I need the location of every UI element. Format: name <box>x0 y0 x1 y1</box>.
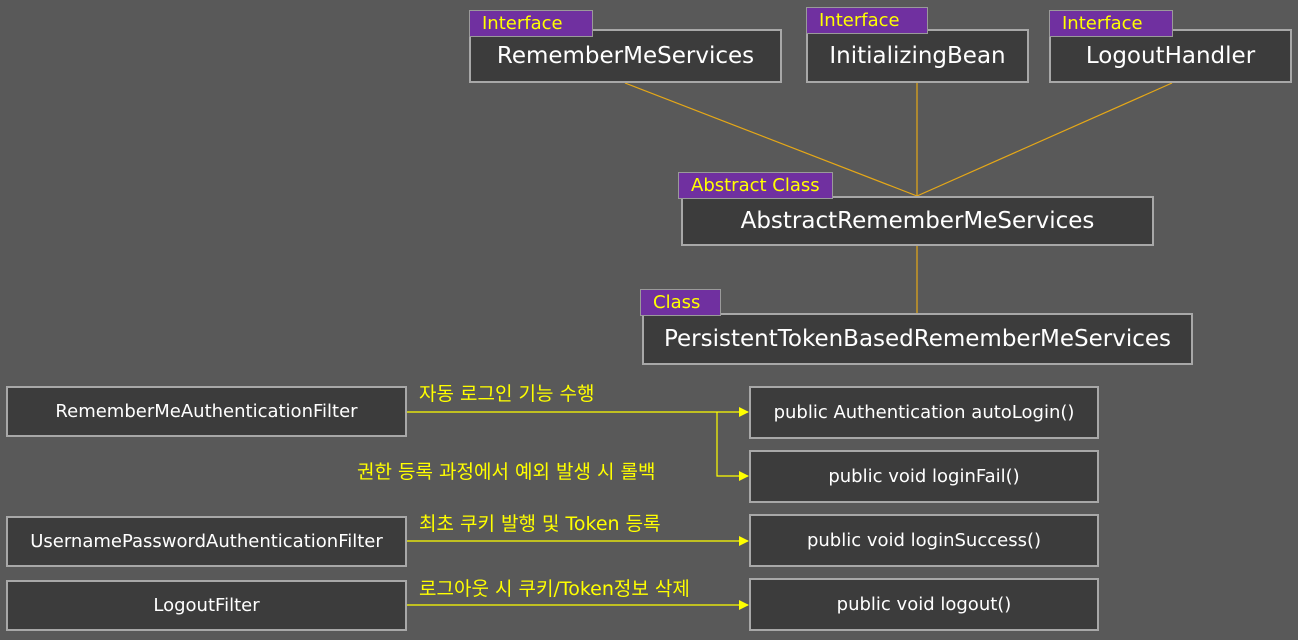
login-fail-method: public void loginFail() <box>828 466 1020 487</box>
abstract-services-box: AbstractRememberMeServices <box>681 196 1154 246</box>
logout-handler-name: LogoutHandler <box>1085 43 1256 69</box>
interface-label: Interface <box>819 10 900 31</box>
auto-login-method: public Authentication autoLogin() <box>773 402 1075 423</box>
abstract-services-tag: Abstract Class <box>678 172 833 199</box>
remember-me-services-name: RememberMeServices <box>496 43 755 69</box>
remember-me-services-tag: Interface <box>469 10 593 37</box>
interface-label: Interface <box>1062 13 1143 34</box>
remember-me-filter-name: RememberMeAuthenticationFilter <box>55 401 358 422</box>
abstract-services-name: AbstractRememberMeServices <box>740 208 1095 234</box>
initializing-bean-name: InitializingBean <box>829 43 1006 69</box>
username-password-filter-box: UsernamePasswordAuthenticationFilter <box>6 516 407 567</box>
class-label: Class <box>653 292 701 313</box>
remember-me-filter-box: RememberMeAuthenticationFilter <box>6 386 407 437</box>
logout-method: public void logout() <box>836 594 1012 615</box>
logout-filter-box: LogoutFilter <box>6 580 407 631</box>
initializing-bean-box: InitializingBean <box>806 29 1029 83</box>
remember-me-services-box: RememberMeServices <box>469 29 782 83</box>
login-fail-method-box: public void loginFail() <box>749 450 1099 503</box>
connector-remember-me-to-abstract <box>624 82 918 197</box>
login-success-method-box: public void loginSuccess() <box>749 514 1099 567</box>
flow-label-auto-login: 자동 로그인 기능 수행 <box>419 383 595 405</box>
logout-handler-box: LogoutHandler <box>1049 29 1292 83</box>
connector-logout-handler-to-abstract <box>916 82 1173 197</box>
flow-label-first-cookie: 최초 쿠키 발행 및 Token 등록 <box>419 513 661 535</box>
arrow-rollback <box>716 412 749 481</box>
username-password-filter-name: UsernamePasswordAuthenticationFilter <box>30 531 383 552</box>
interface-label: Interface <box>482 13 563 34</box>
flow-label-logout-delete: 로그아웃 시 쿠키/Token정보 삭제 <box>419 578 690 600</box>
logout-method-box: public void logout() <box>749 578 1099 631</box>
auto-login-method-box: public Authentication autoLogin() <box>749 386 1099 439</box>
initializing-bean-tag: Interface <box>806 7 928 34</box>
abstract-class-label: Abstract Class <box>691 175 820 196</box>
flow-label-rollback: 권한 등록 과정에서 예외 발생 시 롤백 <box>357 461 656 483</box>
logout-filter-name: LogoutFilter <box>153 595 260 616</box>
persistent-services-tag: Class <box>640 289 721 316</box>
persistent-services-name: PersistentTokenBasedRememberMeServices <box>663 326 1172 352</box>
login-success-method: public void loginSuccess() <box>806 530 1042 551</box>
logout-handler-tag: Interface <box>1049 10 1173 37</box>
persistent-services-box: PersistentTokenBasedRememberMeServices <box>642 313 1193 365</box>
